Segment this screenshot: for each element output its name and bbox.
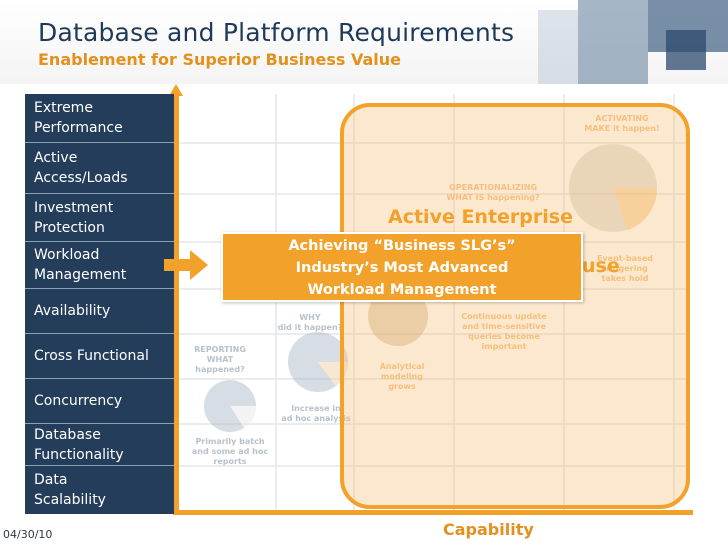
page-subtitle: Enablement for Superior Business Value <box>38 50 401 69</box>
active-enterprise-frame <box>340 103 690 509</box>
background-grid <box>178 94 690 512</box>
stage-reporting-label: REPORTING WHAT happened? <box>194 345 246 374</box>
stage-analyzing-label: WHY did it happen? <box>277 313 343 332</box>
requirement-item: Concurrency <box>25 379 174 424</box>
y-axis-arrowhead <box>169 84 183 96</box>
capability-axis-label: Capability <box>443 520 534 539</box>
requirement-item: Extreme Performance <box>25 94 174 143</box>
callout-line-2: Industry’s Most Advanced <box>295 260 509 276</box>
workload-management-callout: Achieving “Business SLG’s” Industry’s Mo… <box>221 232 583 302</box>
requirement-label: Workload Management <box>34 247 127 283</box>
stage-predicting-note: Analytical modeling grows <box>379 362 425 391</box>
requirement-item: Investment Protection <box>25 194 174 242</box>
page-title: Database and Platform Requirements <box>38 18 515 47</box>
requirement-item: Data Scalability <box>25 466 174 514</box>
requirement-label: Cross Functional <box>34 348 149 364</box>
requirement-label: Extreme Performance <box>34 100 123 136</box>
callout-line-3: Workload Management <box>307 282 497 298</box>
stage-operationalizing-note: Continuous update and time-sensitive que… <box>461 312 547 351</box>
requirement-label: Investment Protection <box>34 199 114 236</box>
requirement-label: Database Functionality <box>34 426 124 463</box>
requirement-item: Availability <box>25 289 174 334</box>
requirements-stack: Extreme Performance Active Access/Loads … <box>25 94 174 514</box>
x-axis <box>173 510 693 515</box>
active-enterprise-label-continued: use <box>582 255 620 277</box>
requirement-label: Concurrency <box>34 393 123 409</box>
requirement-item: Database Functionality <box>25 424 174 466</box>
requirement-item: Workload Management <box>25 242 174 289</box>
active-enterprise-label: Active Enterprise <box>388 206 573 228</box>
cubes-decoration <box>538 0 728 84</box>
requirement-item: Cross Functional <box>25 334 174 379</box>
slide-date: 04/30/10 <box>3 528 53 541</box>
stage-reporting-note: Primarily batch and some ad hoc reports <box>191 437 269 466</box>
requirement-label: Active Access/Loads <box>34 150 128 186</box>
requirement-item: Active Access/Loads <box>25 143 174 194</box>
pointer-arrow-icon <box>164 250 208 280</box>
requirement-label: Data Scalability <box>34 472 106 508</box>
requirement-label: Availability <box>34 303 111 319</box>
stage-analyzing-note: Increase in ad hoc analysis <box>281 404 351 423</box>
stage-operationalizing-label: OPERATIONALIZING WHAT IS happening? <box>446 183 540 202</box>
stage-activating-label: ACTIVATING MAKE it happen! <box>584 114 660 133</box>
stage-activating-note: Event-based triggering takes hold <box>597 254 653 283</box>
y-axis <box>173 90 179 514</box>
callout-line-1: Achieving “Business SLG’s” <box>288 238 516 254</box>
slide-header: Database and Platform Requirements Enabl… <box>0 0 728 84</box>
